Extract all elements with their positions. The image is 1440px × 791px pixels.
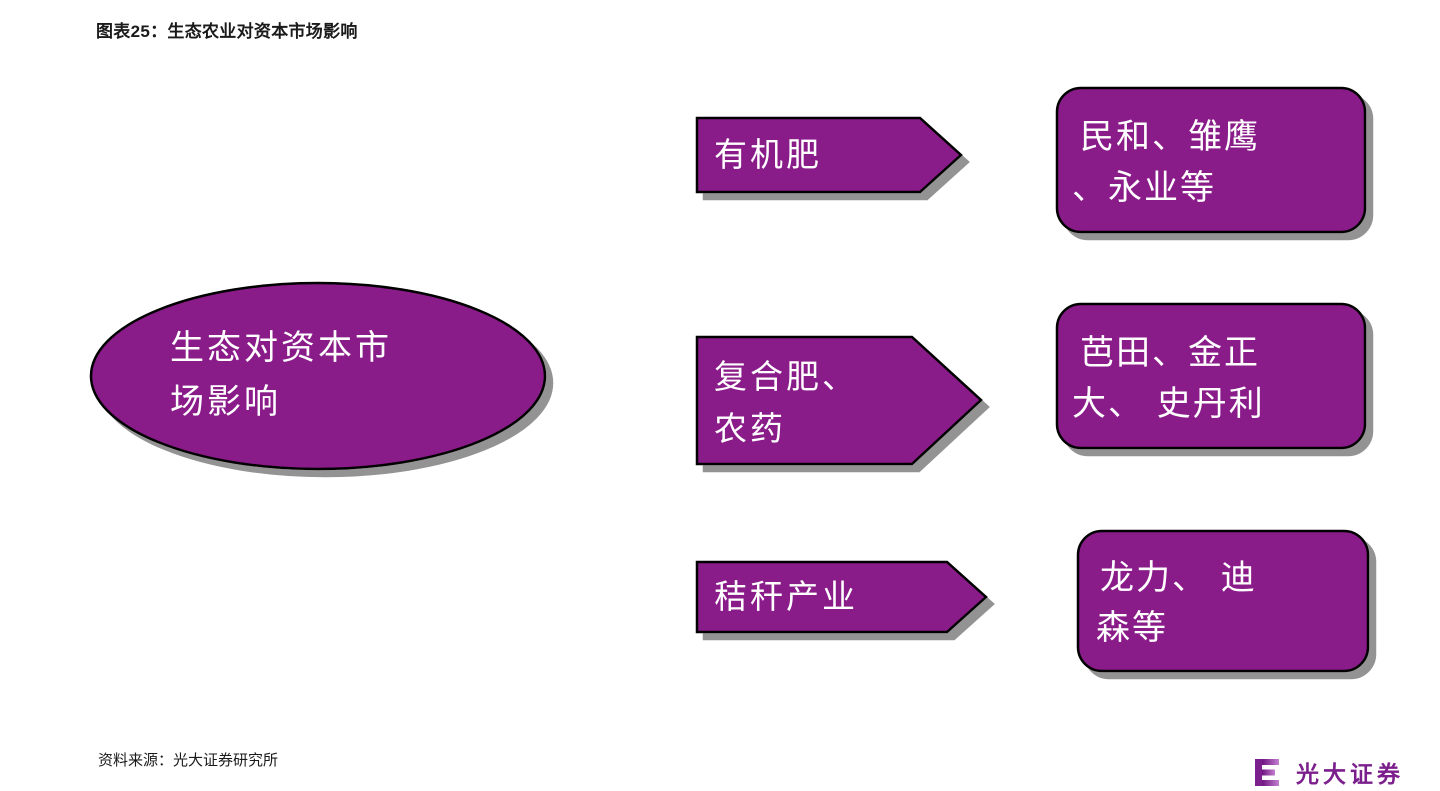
company-box-shape-compound-fertilizer-pesticide [1055,302,1367,450]
arrow-shape-compound-fertilizer-pesticide [695,335,983,466]
brand-logo: 光大证券 [1255,755,1404,789]
arrow-label-straw-industry: 秸秆产业 [714,577,858,616]
branch-arrow-organic-fertilizer[interactable]: 有机肥 [695,116,963,194]
company-box-label-organic-fertilizer-line2: 、永业等 [1072,168,1216,208]
company-box-compound-fertilizer-pesticide[interactable]: 芭田、金正 大、 史丹利 [1055,302,1367,450]
company-box-label-straw-industry-line1: 龙力、 迪 [1100,558,1257,598]
arrow-shape-organic-fertilizer [695,116,963,194]
company-box-shape-straw-industry [1076,529,1370,673]
company-box-organic-fertilizer[interactable]: 民和、雏鹰 、永业等 [1055,86,1367,234]
arrow-label-compound-fertilizer-pesticide-line2: 农药 [714,409,786,448]
root-ellipse-label-line1: 生态对资本市 [170,328,392,368]
company-box-straw-industry[interactable]: 龙力、 迪 森等 [1076,529,1370,673]
company-box-label-compound-fertilizer-pesticide-line2: 大、 史丹利 [1072,384,1265,424]
arrow-label-organic-fertilizer: 有机肥 [714,135,822,174]
branch-arrow-compound-fertilizer-pesticide[interactable]: 复合肥、 农药 [695,335,983,466]
company-box-label-organic-fertilizer-line1: 民和、雏鹰 [1080,117,1260,157]
branch-arrow-straw-industry[interactable]: 秸秆产业 [695,560,988,634]
arrow-label-compound-fertilizer-pesticide-line1: 复合肥、 [714,357,858,396]
everbright-e-logo-icon [1255,758,1282,786]
page-title: 图表25：生态农业对资本市场影响 [96,22,358,41]
root-ellipse-label-line2: 场影响 [170,382,281,422]
arrow-shape-straw-industry [695,560,988,634]
brand-name: 光大证券 [1296,761,1404,788]
company-box-label-compound-fertilizer-pesticide-line1: 芭田、金正 [1080,333,1260,373]
everbright-e-logo-svg [1255,758,1279,786]
root-ellipse[interactable]: 生态对资本市 场影响 [89,281,547,471]
company-box-shape-organic-fertilizer [1055,86,1367,234]
company-box-label-straw-industry-line2: 森等 [1096,608,1168,648]
root-ellipse-shape [89,281,547,471]
source-note: 资料来源：光大证券研究所 [98,751,279,769]
